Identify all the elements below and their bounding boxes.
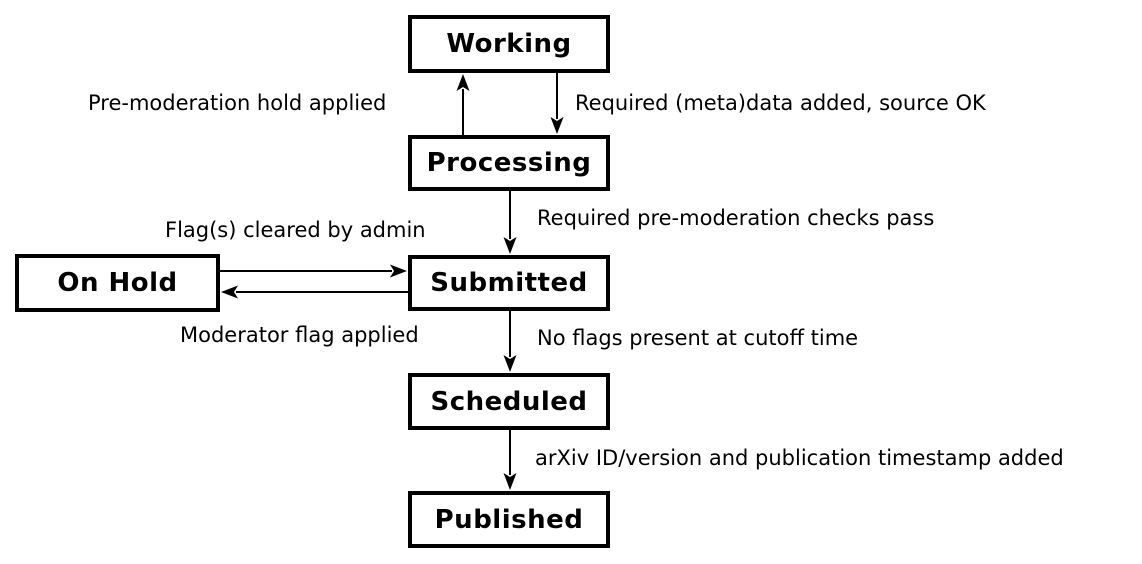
edge-label-arxiv-id-version-added: arXiv ID/version and publication timesta… [535,446,1064,470]
state-node-scheduled-label: Scheduled [430,386,588,417]
state-node-on-hold: On Hold [15,254,220,312]
arrow-working-to-processing [550,73,564,134]
arrow-processing-to-submitted [503,191,517,254]
state-node-processing-label: Processing [426,148,592,178]
state-node-submitted: Submitted [408,255,610,311]
edge-label-flags-cleared-by-admin: Flag(s) cleared by admin [165,218,426,242]
state-node-on-hold-label: On Hold [57,268,178,298]
state-node-submitted-label: Submitted [430,268,588,298]
state-node-published: Published [408,491,610,548]
arrow-onhold-to-submitted [220,264,407,278]
arrow-submitted-to-scheduled [503,311,517,372]
state-node-working-label: Working [446,29,572,59]
edge-label-premoderation-hold-applied: Pre-moderation hold applied [88,91,387,115]
state-node-processing: Processing [408,135,610,191]
arrow-processing-to-working [456,74,470,135]
edge-label-required-metadata-added: Required (meta)data added, source OK [575,91,986,115]
edge-label-required-premoderation-checks: Required pre-moderation checks pass [537,206,935,230]
edge-label-moderator-flag-applied: Moderator flag applied [180,323,419,347]
edge-label-no-flags-at-cutoff: No flags present at cutoff time [537,326,859,350]
state-node-published-label: Published [434,504,584,535]
state-node-working: Working [408,15,610,73]
arrow-scheduled-to-published [503,430,517,490]
state-node-scheduled: Scheduled [408,373,610,430]
arrow-submitted-to-onhold [221,285,408,299]
